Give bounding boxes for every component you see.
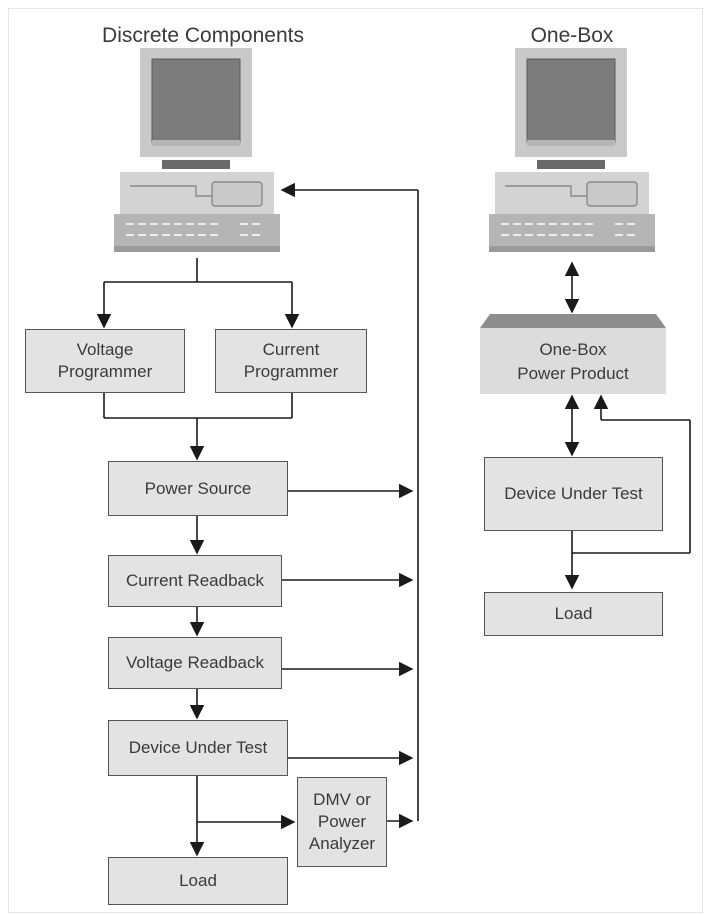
title-discrete-components: Discrete Components [102,24,304,47]
diagram-frame [8,8,703,913]
power-source-box: Power Source [108,461,288,516]
load-box: Load [108,857,288,905]
voltage-programmer-box: Voltage Programmer [25,329,185,393]
current-readback-box: Current Readback [108,555,282,607]
computer-icon-discrete [114,48,280,252]
current-programmer-box: Current Programmer [215,329,367,393]
one-box-power-product-label: One-Box Power Product [517,340,629,383]
voltage-readback-box: Voltage Readback [108,637,282,689]
computer-icon-one-box [489,48,655,252]
device-under-test-box: Device Under Test [108,720,288,776]
title-one-box: One-Box [530,24,614,47]
one-box-device-under-test-box: Device Under Test [484,457,663,531]
one-box-load-box: Load [484,592,663,636]
one-box-power-product-shape [480,314,666,394]
dmv-power-analyzer-box: DMV or Power Analyzer [297,777,387,867]
